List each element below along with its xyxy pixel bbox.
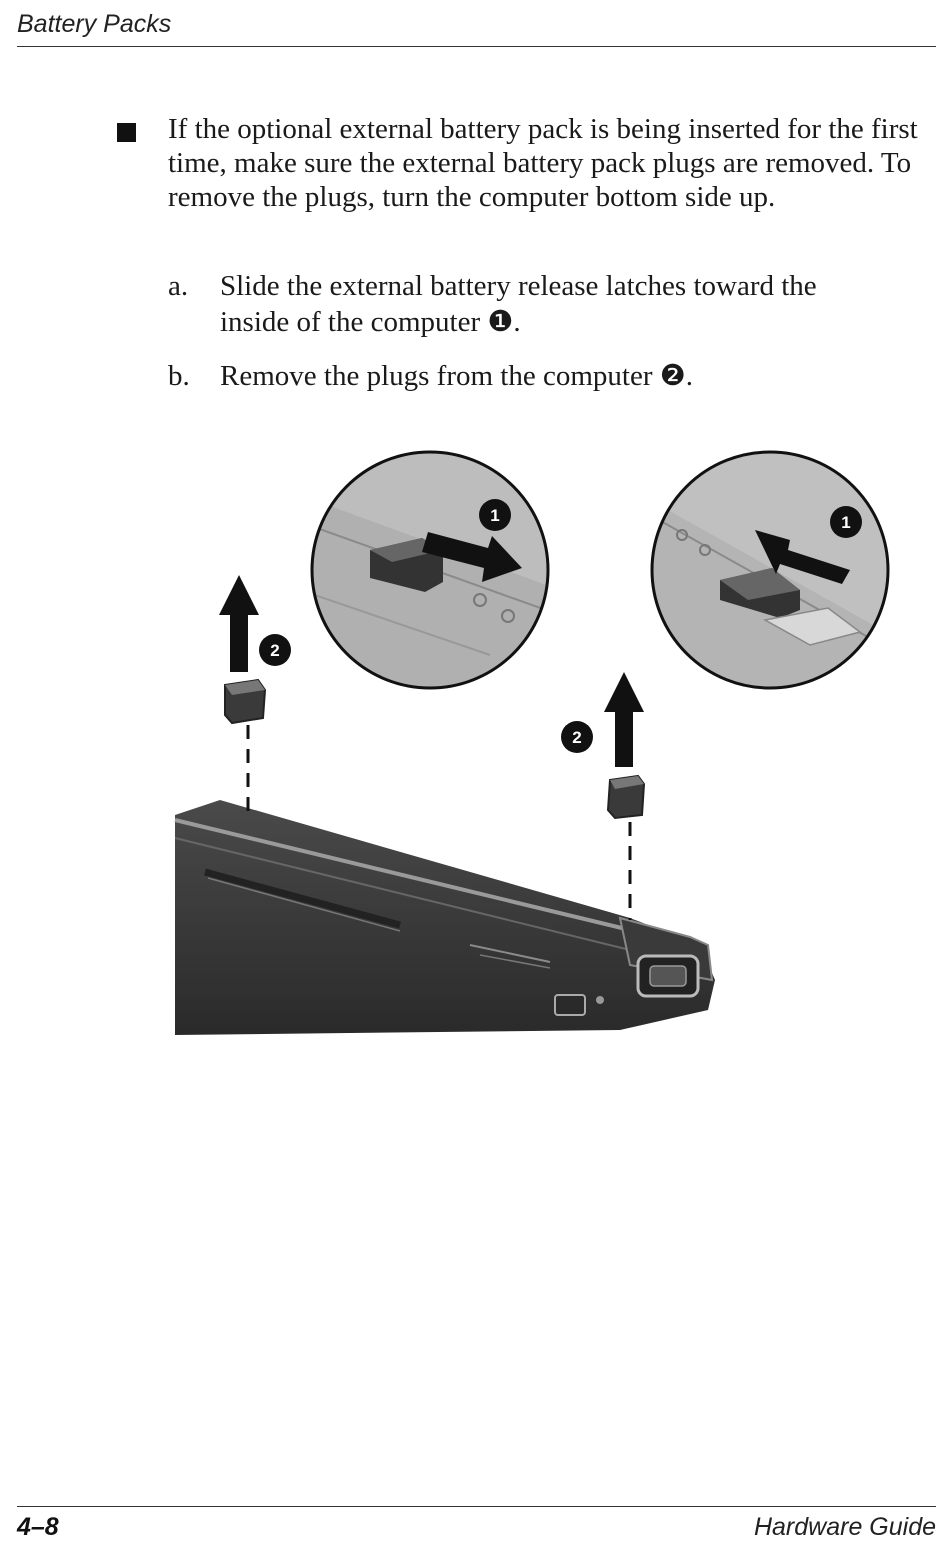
- callout-2-icon-left: 2: [259, 634, 291, 666]
- square-bullet-icon: [117, 123, 136, 142]
- running-header: Battery Packs: [17, 10, 172, 38]
- up-arrow-icon-right: [604, 672, 644, 767]
- right-arrow-icon: [422, 532, 522, 582]
- battery-plug-removal-illustration: 2 2 1: [160, 450, 890, 1050]
- detail-circle-right: 1: [650, 450, 890, 690]
- detail-circle-left: 1: [310, 450, 550, 690]
- svg-text:2: 2: [270, 641, 279, 660]
- left-plug: [224, 678, 267, 725]
- svg-text:2: 2: [572, 728, 581, 747]
- footer-divider: [17, 1506, 936, 1507]
- header-divider: [17, 46, 936, 47]
- step-text-line-2: inside of the computer ❶.: [220, 306, 521, 338]
- step-text: Remove the plugs from the computer ❷.: [220, 360, 693, 392]
- step-label: b.: [168, 360, 190, 392]
- computer-body: [160, 790, 715, 1050]
- up-arrow-icon-left: [219, 575, 259, 672]
- svg-text:1: 1: [841, 513, 850, 532]
- callout-2-icon-right: 2: [561, 721, 593, 753]
- left-arrow-icon: [755, 530, 850, 584]
- right-plug: [606, 774, 646, 820]
- step-text-line-1: Slide the external battery release latch…: [220, 270, 817, 302]
- callout-1-icon-right: 1: [830, 506, 862, 538]
- svg-text:1: 1: [490, 506, 499, 525]
- callout-1-icon-left: 1: [479, 499, 511, 531]
- bullet-paragraph: If the optional external battery pack is…: [168, 113, 918, 213]
- page-number: 4–8: [17, 1513, 59, 1541]
- step-label: a.: [168, 270, 189, 302]
- book-title: Hardware Guide: [753, 1513, 936, 1541]
